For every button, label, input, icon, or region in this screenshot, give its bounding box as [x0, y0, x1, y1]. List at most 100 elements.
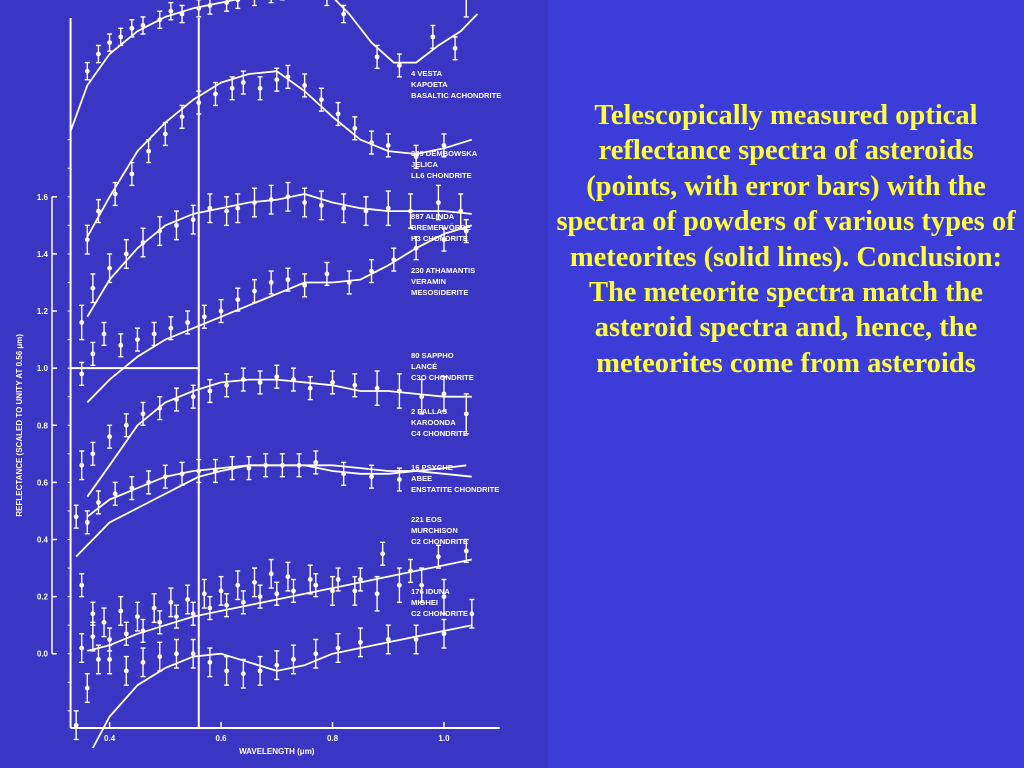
point-marker	[313, 460, 319, 465]
asteroid-data-point	[73, 710, 79, 741]
point-marker	[224, 668, 230, 674]
asteroid-data-point	[463, 0, 469, 18]
point-marker	[235, 582, 241, 588]
asteroid-data-point	[168, 1, 174, 21]
point-marker	[190, 394, 196, 400]
point-marker	[140, 23, 146, 28]
asteroid-data-point	[330, 370, 336, 395]
asteroid-data-point	[268, 558, 274, 589]
point-marker	[90, 611, 96, 617]
point-marker	[140, 659, 146, 665]
asteroid-data-point	[263, 453, 269, 478]
asteroid-data-point	[341, 461, 347, 486]
asteroid-data-point	[123, 621, 129, 646]
series-label-line: C4 CHONDRITE	[411, 429, 468, 438]
asteroid-data-point	[107, 644, 113, 675]
point-marker	[146, 479, 151, 485]
series-label-line: MURCHISON	[411, 526, 458, 535]
asteroid-data-point	[246, 455, 252, 481]
asteroid-data-point	[224, 593, 230, 618]
asteroid-data-point	[396, 373, 402, 409]
point-marker	[90, 351, 96, 357]
asteroid-data-point	[207, 193, 213, 224]
asteroid-data-point	[341, 4, 347, 24]
point-marker	[190, 651, 196, 657]
point-marker	[385, 637, 391, 642]
asteroid-data-point	[207, 647, 213, 678]
asteroid-data-point	[212, 81, 218, 107]
point-marker	[274, 662, 280, 668]
asteroid-data-point	[79, 304, 85, 341]
point-marker	[313, 582, 319, 588]
asteroid-data-point	[201, 304, 207, 329]
point-marker	[463, 411, 469, 417]
asteroid-data-point	[157, 610, 163, 635]
point-marker	[257, 668, 263, 674]
point-marker	[213, 468, 218, 474]
point-marker	[396, 582, 402, 588]
asteroid-data-point	[134, 601, 140, 632]
asteroid-data-point	[369, 130, 375, 155]
point-marker	[185, 597, 191, 602]
asteroid-data-point	[374, 370, 380, 406]
asteroid-data-point	[179, 104, 185, 129]
point-marker	[252, 288, 257, 294]
point-marker	[84, 685, 90, 691]
point-marker	[79, 320, 85, 325]
asteroid-data-point	[324, 261, 330, 287]
asteroid-data-point	[240, 367, 246, 392]
asteroid-data-point	[84, 61, 90, 81]
asteroid-data-point	[190, 638, 196, 669]
asteroid-data-point	[146, 470, 152, 495]
asteroid-data-point	[302, 273, 308, 298]
asteroid-data-point	[151, 593, 157, 624]
asteroid-data-point	[196, 0, 202, 18]
point-marker	[396, 477, 402, 482]
point-marker	[118, 342, 124, 348]
point-marker	[207, 205, 213, 211]
asteroid-data-point	[352, 575, 358, 606]
point-marker	[196, 5, 202, 11]
asteroid-data-point	[330, 575, 336, 606]
point-marker	[129, 485, 135, 491]
point-marker	[235, 0, 241, 3]
y-tick-label: 1.0	[37, 364, 49, 373]
asteroid-data-point	[196, 458, 202, 484]
series-label-line: ABEE	[411, 474, 432, 483]
point-marker	[123, 422, 129, 428]
asteroid-data-point	[112, 481, 118, 506]
asteroid-data-point	[463, 218, 469, 244]
point-marker	[185, 320, 191, 325]
asteroid-data-point	[157, 641, 163, 672]
point-marker	[96, 657, 101, 662]
point-marker	[324, 271, 330, 277]
point-marker	[458, 208, 464, 214]
asteroid-data-point	[179, 4, 185, 24]
asteroid-data-point	[302, 73, 308, 98]
asteroid-data-point	[352, 373, 358, 398]
point-marker	[335, 111, 341, 117]
series-label-line: VERAMIN	[411, 277, 446, 286]
point-marker	[268, 280, 274, 285]
point-marker	[291, 377, 296, 382]
asteroid-data-point	[224, 373, 230, 398]
point-marker	[107, 265, 112, 271]
asteroid-data-point	[90, 621, 96, 652]
point-marker	[201, 314, 207, 320]
point-marker	[179, 11, 185, 17]
asteroid-data-point	[101, 607, 107, 638]
asteroid-data-point	[179, 461, 185, 486]
point-marker	[123, 668, 129, 674]
point-marker	[229, 465, 235, 471]
point-marker	[90, 634, 96, 640]
point-marker	[174, 222, 179, 228]
asteroid-data-point	[430, 24, 436, 50]
point-marker	[140, 628, 146, 634]
asteroid-data-point	[380, 541, 386, 566]
point-marker	[207, 659, 213, 665]
point-marker	[380, 551, 386, 557]
y-tick-label: 0.2	[37, 593, 49, 602]
asteroid-data-point	[363, 196, 369, 227]
asteroid-data-point	[173, 604, 179, 629]
